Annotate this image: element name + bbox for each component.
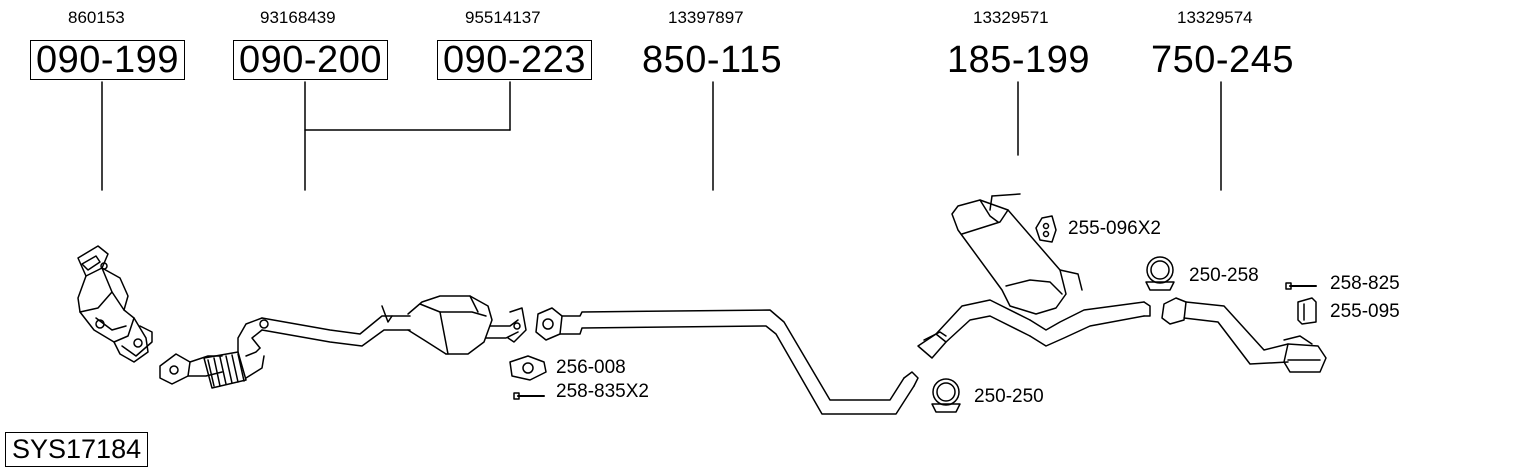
oem-number: 93168439 [260, 8, 336, 27]
oem-number: 13397897 [668, 8, 744, 27]
front-flex-pipe [159, 315, 411, 389]
oem-number: 13329571 [973, 8, 1049, 27]
part-code-box[interactable]: 090-223 [437, 40, 592, 80]
rubber-hanger-icon [1035, 215, 1057, 243]
system-code-box: SYS17184 [5, 432, 149, 467]
part-code[interactable]: 750-245 [1151, 39, 1294, 81]
bolt-icon [513, 392, 545, 400]
part-code[interactable]: 850-115 [642, 39, 783, 81]
rear-silencer [1161, 297, 1327, 373]
oem-number: 860153 [68, 8, 125, 27]
gasket-icon [509, 355, 547, 381]
accessory-code[interactable]: 258-825 [1330, 273, 1400, 294]
oem-number: 13329574 [1177, 8, 1253, 27]
part-code-box[interactable]: 090-200 [233, 40, 388, 80]
catalytic-converter [381, 295, 527, 355]
accessory-code[interactable]: 256-008 [556, 357, 626, 378]
middle-pipe [535, 307, 919, 415]
clamp-icon [931, 378, 961, 413]
accessory-code[interactable]: 255-096X2 [1068, 218, 1161, 239]
accessory-code[interactable]: 255-095 [1330, 301, 1400, 322]
centre-silencer [917, 193, 1151, 359]
mounting-bracket-icon [1297, 297, 1317, 325]
accessory-code[interactable]: 258-835X2 [556, 381, 649, 402]
part-code-box[interactable]: 090-199 [30, 40, 185, 80]
clamp-icon [1145, 256, 1175, 291]
part-code[interactable]: 185-199 [947, 39, 1090, 81]
accessory-code[interactable]: 250-258 [1189, 265, 1259, 286]
manifold-catalytic-converter [77, 245, 153, 363]
leader-lines [101, 81, 1222, 191]
oem-number: 95514137 [465, 8, 541, 27]
bolt-icon [1285, 282, 1317, 290]
accessory-code[interactable]: 250-250 [974, 386, 1044, 407]
